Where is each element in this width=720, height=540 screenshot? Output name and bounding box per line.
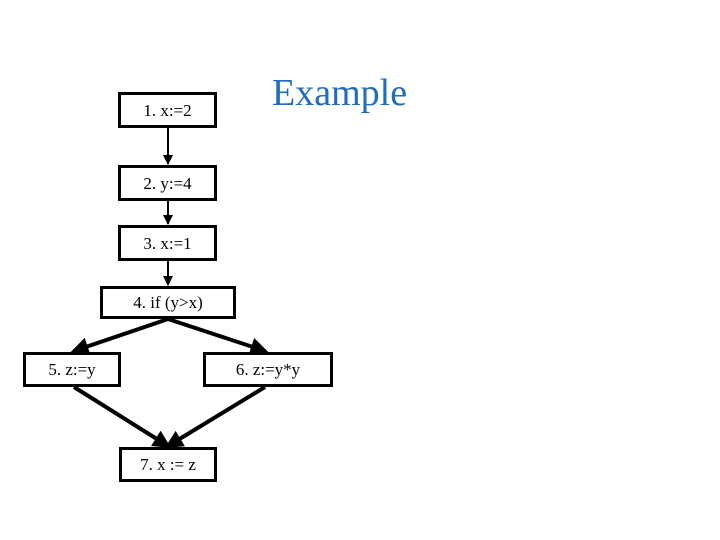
flow-node-2[interactable]: 2. y:=4 bbox=[118, 165, 217, 201]
flow-node-7[interactable]: 7. x := z bbox=[119, 447, 217, 482]
edge-6-to-7 bbox=[164, 385, 267, 448]
edge-4-to-6 bbox=[167, 317, 269, 356]
flow-node-3[interactable]: 3. x:=1 bbox=[118, 225, 217, 261]
page-title: Example bbox=[272, 72, 408, 114]
flow-node-5[interactable]: 5. z:=y bbox=[23, 352, 121, 387]
edge-5-to-7 bbox=[72, 385, 172, 448]
edge-4-to-5 bbox=[70, 317, 169, 355]
flow-node-4[interactable]: 4. if (y>x) bbox=[100, 286, 236, 319]
flow-node-6[interactable]: 6. z:=y*y bbox=[203, 352, 333, 387]
flow-node-1[interactable]: 1. x:=2 bbox=[118, 92, 217, 128]
